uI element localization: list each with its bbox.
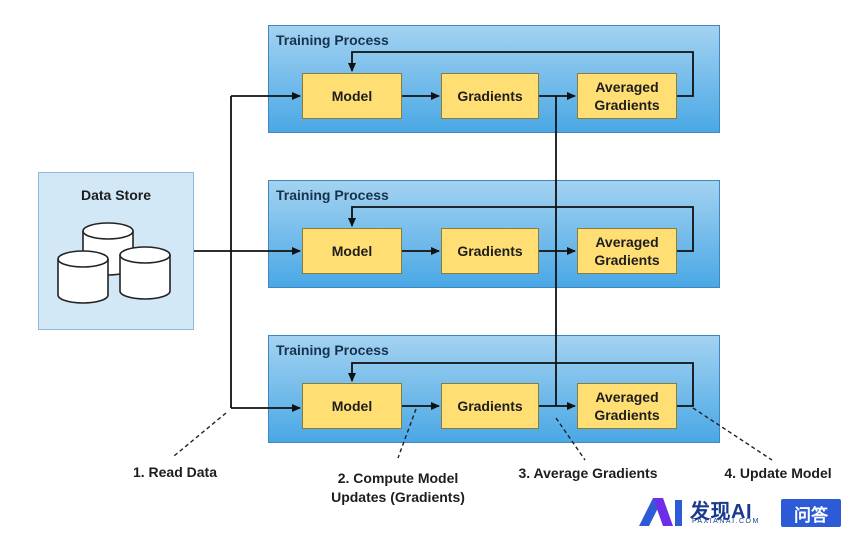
gradients-node-2: Gradients [441, 228, 539, 274]
brand-logo-icon [639, 498, 682, 526]
model-node-1: Model [302, 73, 402, 119]
model-node-3: Model [302, 383, 402, 429]
gradients-node-3: Gradients [441, 383, 539, 429]
database-icon [57, 222, 171, 304]
model-node-2: Model [302, 228, 402, 274]
caption-read-data: 1. Read Data [132, 464, 218, 480]
panel-title: Training Process [276, 187, 389, 203]
brand-url: FAXIANAI.COM [692, 518, 760, 525]
brand-badge: 问答 [781, 499, 841, 527]
caption-average-gradients: 3. Average Gradients [518, 465, 658, 481]
gradients-node-1: Gradients [441, 73, 539, 119]
data-store: Data Store [38, 172, 194, 330]
panel-title: Training Process [276, 32, 389, 48]
panel-title: Training Process [276, 342, 389, 358]
caption-update-model: 4. Update Model [724, 465, 832, 481]
data-store-title: Data Store [80, 187, 152, 203]
brand-name: 发现AI [690, 501, 752, 523]
